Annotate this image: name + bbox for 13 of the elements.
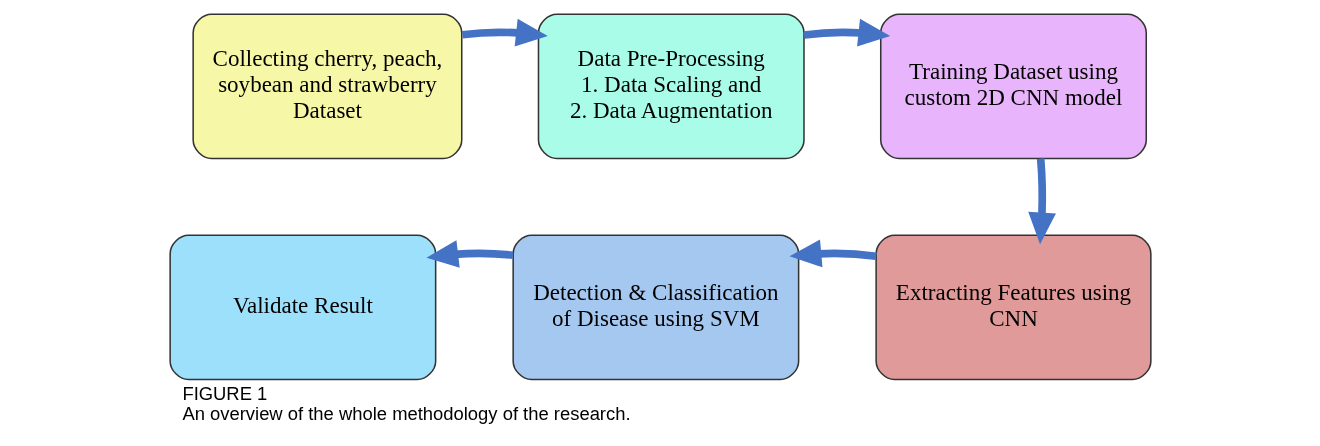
arrow — [425, 240, 513, 268]
caption: An overview of the whole methodology of the research. — [181, 403, 631, 425]
diagram-title: FIGURE 1 — [181, 383, 267, 405]
node-box: Detection & Classification of Disease using SVM — [511, 234, 799, 381]
node-box: Data Pre-Processing 1. Data Scaling and 2. Data Augmentation — [537, 13, 805, 160]
arrow — [1027, 158, 1056, 245]
arrow — [789, 239, 877, 268]
node-box: Validate Result — [168, 234, 436, 381]
arrow — [803, 18, 890, 47]
node-box: Extracting Features using CNN — [874, 234, 1152, 381]
node-box: Training Dataset using custom 2D CNN model — [879, 13, 1147, 160]
node-box: Collecting cherry, peach, soybean and strawberry Dataset — [191, 13, 462, 160]
arrow — [461, 18, 548, 47]
